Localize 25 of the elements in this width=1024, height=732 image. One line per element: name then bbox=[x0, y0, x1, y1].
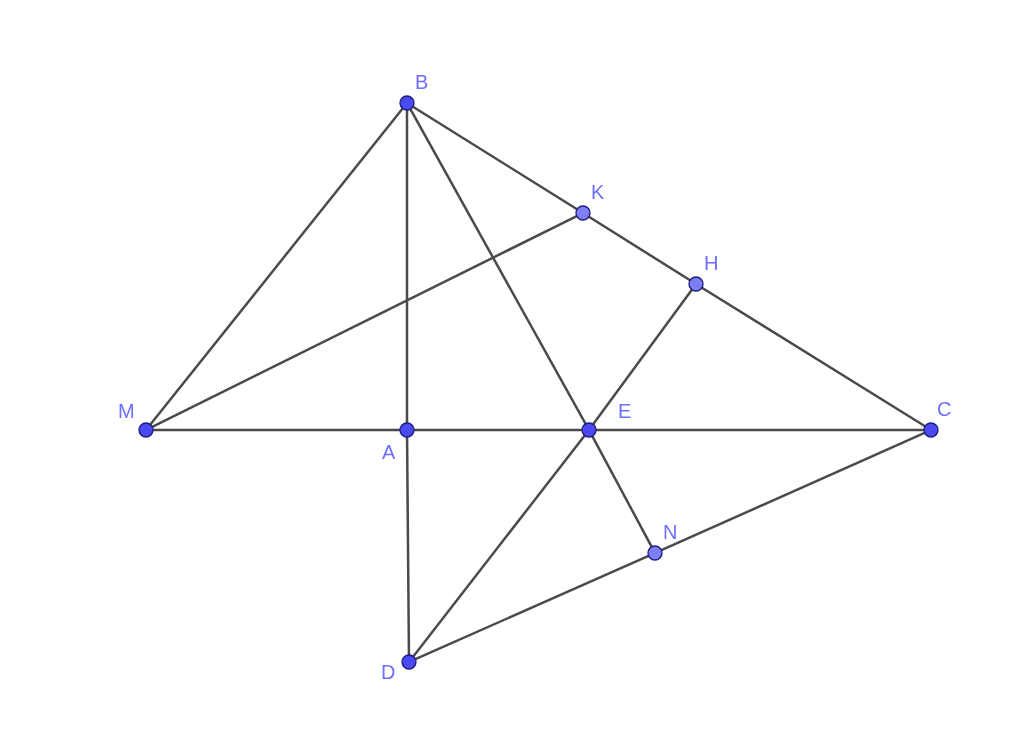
line-segment bbox=[596, 428, 924, 432]
point-label: N bbox=[663, 521, 678, 543]
point-label: A bbox=[382, 441, 396, 463]
line-segment bbox=[412, 105, 578, 211]
point-label: C bbox=[937, 398, 952, 420]
line-segment bbox=[409, 108, 587, 425]
line-segment bbox=[414, 554, 650, 661]
line-segment bbox=[412, 434, 586, 658]
point-label: D bbox=[381, 661, 396, 683]
line-segment bbox=[405, 437, 411, 655]
line-segment bbox=[701, 286, 926, 428]
point-label: B bbox=[415, 71, 429, 93]
line-segment bbox=[153, 428, 400, 432]
point-label: E bbox=[618, 400, 632, 422]
line-segment bbox=[414, 428, 582, 432]
point-label: K bbox=[591, 181, 605, 203]
line-segment bbox=[149, 107, 404, 426]
line-segment bbox=[405, 110, 409, 423]
line-segment bbox=[588, 215, 691, 282]
point-label: M bbox=[118, 400, 135, 422]
line-segment bbox=[591, 435, 653, 548]
line-segment bbox=[660, 431, 926, 552]
point-label: H bbox=[704, 252, 719, 274]
line-segment bbox=[592, 288, 693, 426]
line-segment bbox=[151, 215, 578, 428]
